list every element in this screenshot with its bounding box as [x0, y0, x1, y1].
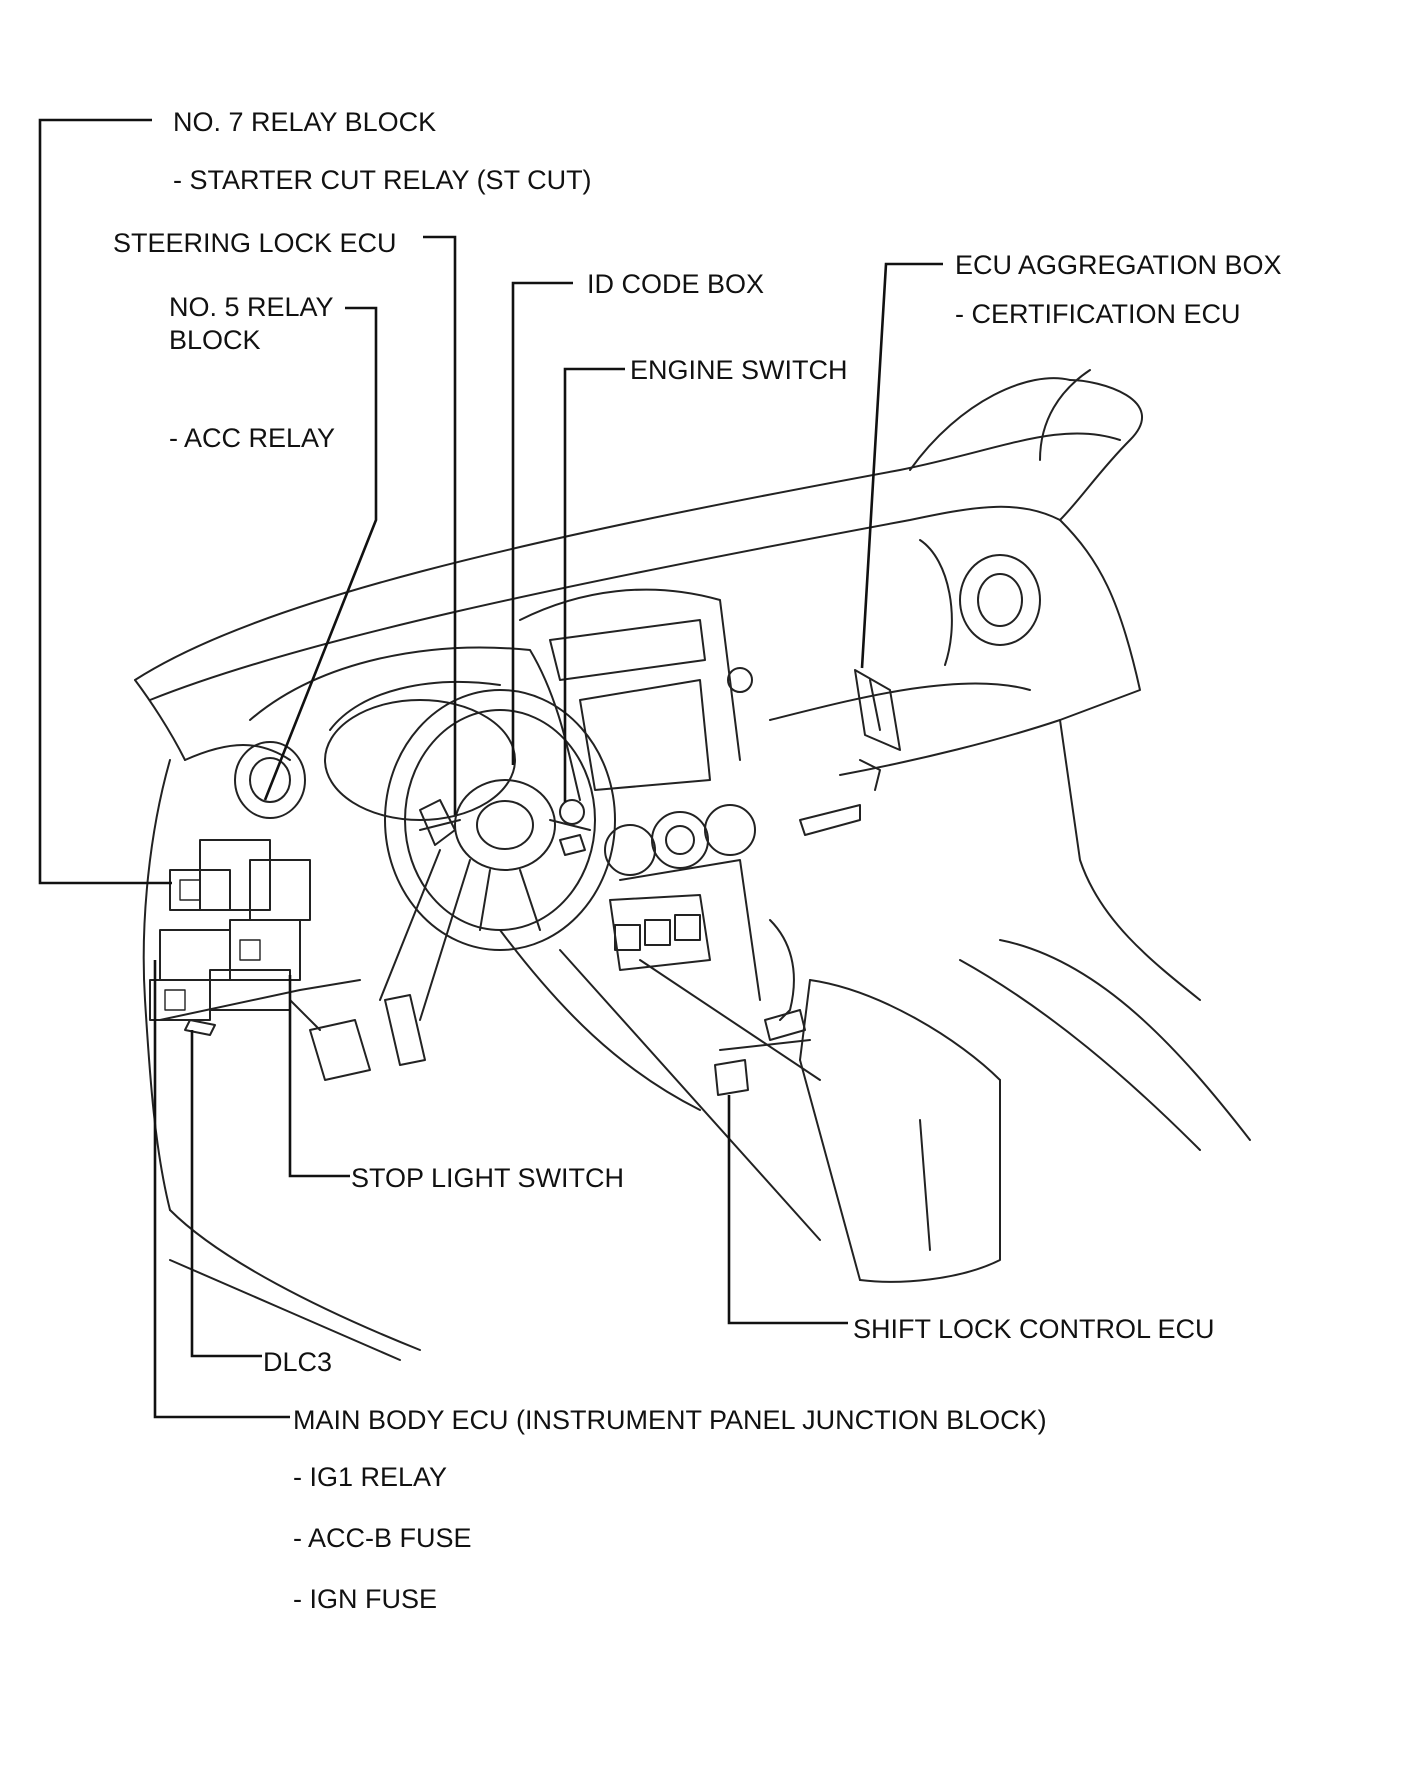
- acc-b-fuse-label: - ACC-B FUSE: [293, 1523, 472, 1553]
- leader-main-body-ecu: [153, 960, 290, 1419]
- leader-no5-relay-block: [263, 306, 378, 801]
- ign-fuse-label: - IGN FUSE: [293, 1584, 438, 1614]
- leader-steering-lock-ecu: [423, 235, 457, 815]
- dlc3-label: DLC3: [263, 1347, 333, 1377]
- main-body-ecu-label: MAIN BODY ECU (INSTRUMENT PANEL JUNCTION…: [293, 1405, 1047, 1435]
- dashboard-drawing: [134, 369, 1251, 1361]
- ig1-relay-label: - IG1 RELAY: [293, 1462, 448, 1492]
- leader-ecu-aggregation-box: [860, 262, 943, 669]
- leader-stop-light-switch: [288, 975, 350, 1178]
- leader-lines: [38, 118, 943, 1419]
- starter-cut-relay-label: - STARTER CUT RELAY (ST CUT): [173, 165, 592, 195]
- no7-relay-block-label: NO. 7 RELAY BLOCK: [173, 107, 437, 137]
- leader-no7-relay-block: [38, 118, 172, 885]
- leader-id-code-box: [511, 281, 573, 765]
- leader-shift-lock-control-ecu: [727, 1095, 848, 1325]
- ecu-aggregation-box-label: ECU AGGREGATION BOX: [955, 250, 1282, 280]
- shift-lock-control-ecu-label: SHIFT LOCK CONTROL ECU: [853, 1314, 1215, 1344]
- steering-lock-ecu-label: STEERING LOCK ECU: [113, 228, 397, 258]
- certification-ecu-label: - CERTIFICATION ECU: [955, 299, 1241, 329]
- leader-dlc3: [190, 1030, 262, 1358]
- no5-relay-block-label-line2: BLOCK: [169, 325, 261, 355]
- stop-light-switch-label: STOP LIGHT SWITCH: [351, 1163, 625, 1193]
- no5-relay-block-label-line1: NO. 5 RELAY: [169, 292, 334, 322]
- leader-engine-switch: [563, 367, 625, 802]
- acc-relay-label: - ACC RELAY: [169, 423, 336, 453]
- id-code-box-label: ID CODE BOX: [587, 269, 765, 299]
- engine-switch-label: ENGINE SWITCH: [630, 355, 848, 385]
